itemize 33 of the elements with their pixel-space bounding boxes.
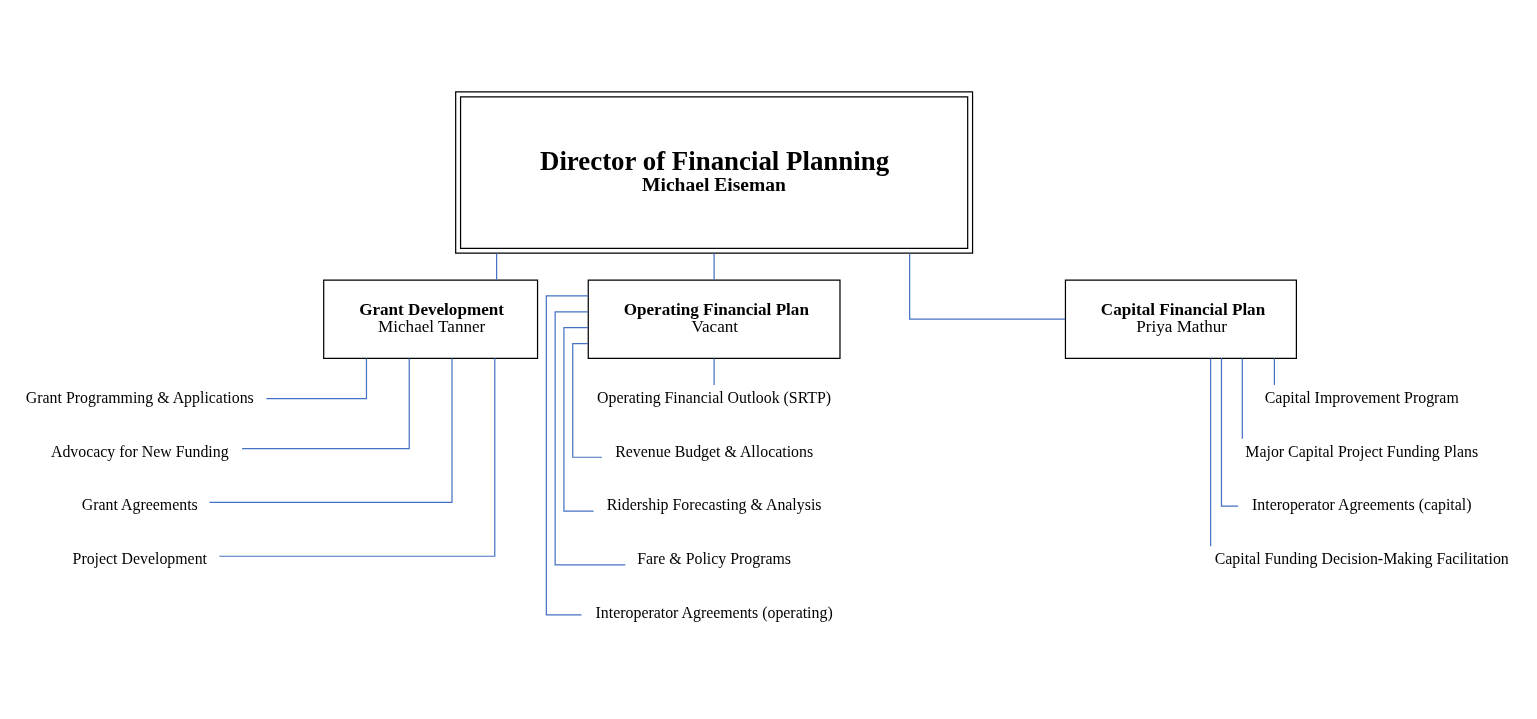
connector — [713, 357, 715, 386]
connector — [713, 252, 715, 281]
node-text: Fare & Policy Programs — [637, 550, 792, 568]
node-text: Grant Programming & Applications — [25, 388, 254, 406]
connector — [1220, 357, 1239, 507]
node-text: Capital Improvement Program — [1264, 388, 1459, 406]
node-box: Operating Financial Plan Vacant — [587, 279, 841, 359]
node-text: Advocacy for New Funding — [50, 442, 229, 460]
node-text: Revenue Budget & Allocations — [615, 442, 814, 460]
node-box: Grant Development Michael Tanner — [323, 279, 539, 359]
node-box: Director of Financial Planning Michael Eiseman — [455, 91, 974, 254]
connector — [496, 252, 498, 281]
connector — [265, 357, 368, 400]
connector — [563, 327, 595, 512]
node-text: Project Development — [72, 550, 208, 568]
node-text: Interoperator Agreements (capital) — [1252, 496, 1472, 514]
node-text: Operating Financial Outlook (SRTP) — [597, 388, 832, 406]
connector — [241, 357, 410, 450]
connector — [1273, 357, 1275, 386]
connector — [572, 343, 603, 458]
node-box: Capital Financial Plan Priya Mathur — [1064, 279, 1297, 359]
connector — [218, 357, 496, 557]
node-text: Ridership Forecasting & Analysis — [606, 496, 822, 514]
connector — [554, 311, 626, 566]
connector — [1210, 357, 1212, 547]
connector — [1241, 357, 1243, 440]
node-text: Grant Agreements — [81, 496, 198, 514]
connector — [545, 295, 589, 616]
connector — [208, 357, 453, 504]
connector — [909, 252, 1066, 320]
node-text: Interoperator Agreements (operating) — [595, 603, 833, 621]
node-text: Capital Funding Decision-Making Facilitation — [1214, 550, 1509, 568]
node-text: Major Capital Project Funding Plans — [1245, 442, 1479, 460]
